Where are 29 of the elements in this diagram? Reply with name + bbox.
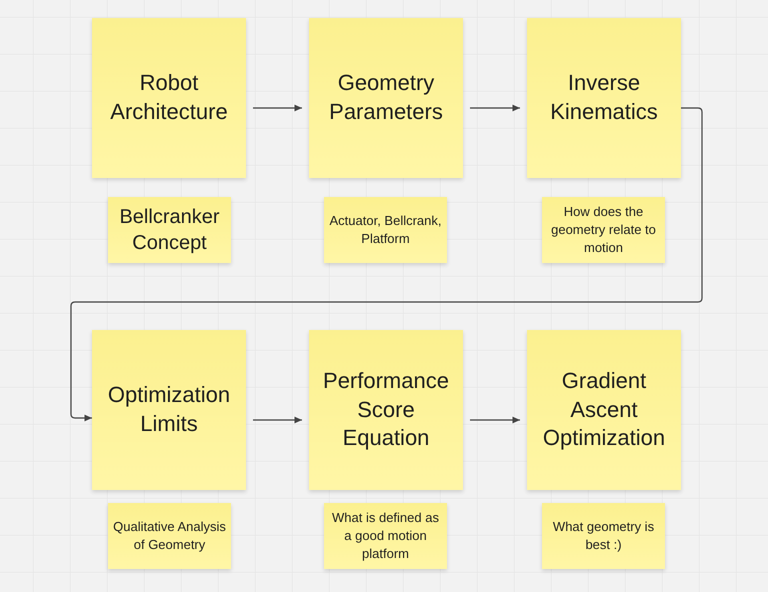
note-text: What is defined as a good motion platform [331,508,440,564]
sticky-note [92,18,246,178]
note-text: Optimization Limits [106,381,232,438]
note-text: Gradient Ascent Optimization [542,367,666,452]
note-text: Actuator, Bellcrank, Platform [328,212,442,248]
note-text: Geometry Parameters [328,69,444,126]
note-text: Performance Score Equation [322,367,450,452]
note-text: How does the geometry relate to motion [550,202,657,258]
note-text: Bellcranker Concept [118,205,221,256]
sticky-note [108,503,231,569]
note-text: Qualitative Analysis of Geometry [112,518,227,554]
arrow [470,104,520,112]
sticky-note [108,197,231,263]
sticky-note [324,197,447,263]
arrow [253,104,302,112]
sticky-note [324,503,447,569]
sticky-note [542,197,665,263]
sticky-note [309,18,463,178]
note-text: What geometry is best :) [552,518,656,554]
sticky-note [527,330,681,490]
sticky-note [527,18,681,178]
sticky-note [542,503,665,569]
arrow [253,416,302,424]
arrow [470,416,520,424]
note-text: Robot Architecture [109,69,229,126]
sticky-note [309,330,463,490]
note-text: Inverse Kinematics [549,69,659,126]
sticky-note [92,330,246,490]
arrow [70,107,703,422]
